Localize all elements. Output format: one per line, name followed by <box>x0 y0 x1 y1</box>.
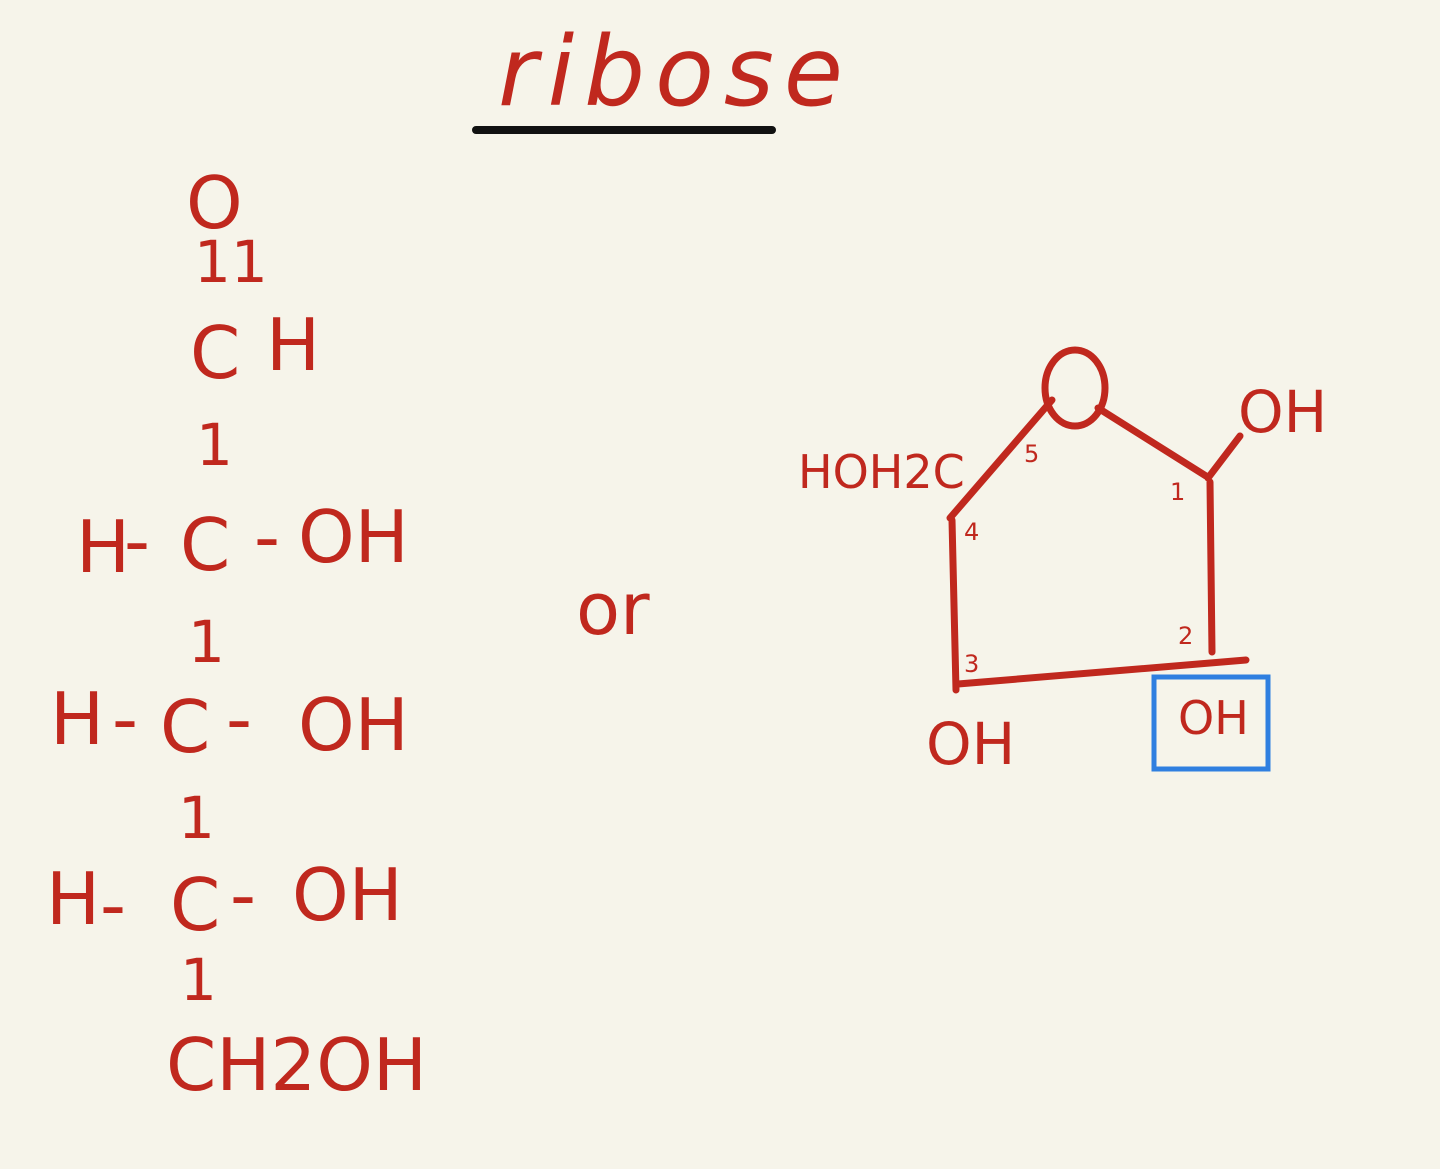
fischer-projection: O 11 C H 1 H - C - OH 1 H - C - OH 1 H -… <box>46 161 427 1107</box>
ring-bond-o-c1 <box>1094 404 1210 480</box>
highlight-box <box>1151 674 1271 772</box>
carbon-number-1: 1 <box>1170 478 1185 506</box>
ring-bond-c3-c2 <box>954 656 1250 688</box>
chain-bottom-ch2oh: CH2OH <box>166 1023 427 1107</box>
ring-bottom-left-oh: OH <box>926 710 1015 778</box>
ring-oxygen-loop <box>1041 346 1109 430</box>
ring-left-group: HOH2C <box>798 445 965 499</box>
row1-carbon: C <box>180 503 230 587</box>
chain-aldehyde-carbon: C <box>190 311 240 395</box>
carbon-number-5: 5 <box>1024 440 1039 468</box>
ring-right-oh: OH <box>1238 378 1327 446</box>
ring-bond-c1-c2 <box>1206 478 1216 656</box>
carbon-number-4: 4 <box>964 518 979 546</box>
carbon-number-3: 3 <box>964 650 979 678</box>
c1-oh-bond <box>1204 432 1244 482</box>
row1-left-h: H <box>76 505 130 589</box>
row1-oh: OH <box>298 495 409 579</box>
chain-bond-1: 1 <box>196 411 233 479</box>
row1-dash-right: - <box>254 495 280 579</box>
row1-dash-left: - <box>124 499 150 583</box>
chain-double-bond: 11 <box>194 228 268 296</box>
row3-dash-right: - <box>230 853 256 937</box>
haworth-ring: O HOH2C OH OH 5 4 1 3 2 OH <box>798 346 1327 778</box>
row3-carbon: C <box>170 863 220 947</box>
row3-oh: OH <box>292 853 403 937</box>
ring-bond-c4-c3 <box>948 516 960 694</box>
row2-dash-left: - <box>112 677 138 761</box>
row2-dash-right: - <box>226 677 252 761</box>
row2-oh: OH <box>298 683 409 767</box>
chain-bond-2: 1 <box>188 608 225 676</box>
chain-bond-4: 1 <box>180 946 217 1014</box>
boxed-oh: OH <box>1178 691 1249 745</box>
row3-dash-left: - <box>100 863 126 947</box>
connector-or: or <box>576 567 650 651</box>
chain-bond-3: 1 <box>178 784 215 852</box>
chain-top-oxygen: O <box>186 161 243 245</box>
carbon-number-2: 2 <box>1178 622 1193 650</box>
row2-carbon: C <box>160 685 210 769</box>
row2-left-h: H <box>50 677 104 761</box>
ring-bond-c4-o <box>946 396 1056 522</box>
title-ribose: ribose <box>498 16 853 128</box>
chain-aldehyde-hydrogen: H <box>266 303 320 387</box>
row3-left-h: H <box>46 857 100 941</box>
